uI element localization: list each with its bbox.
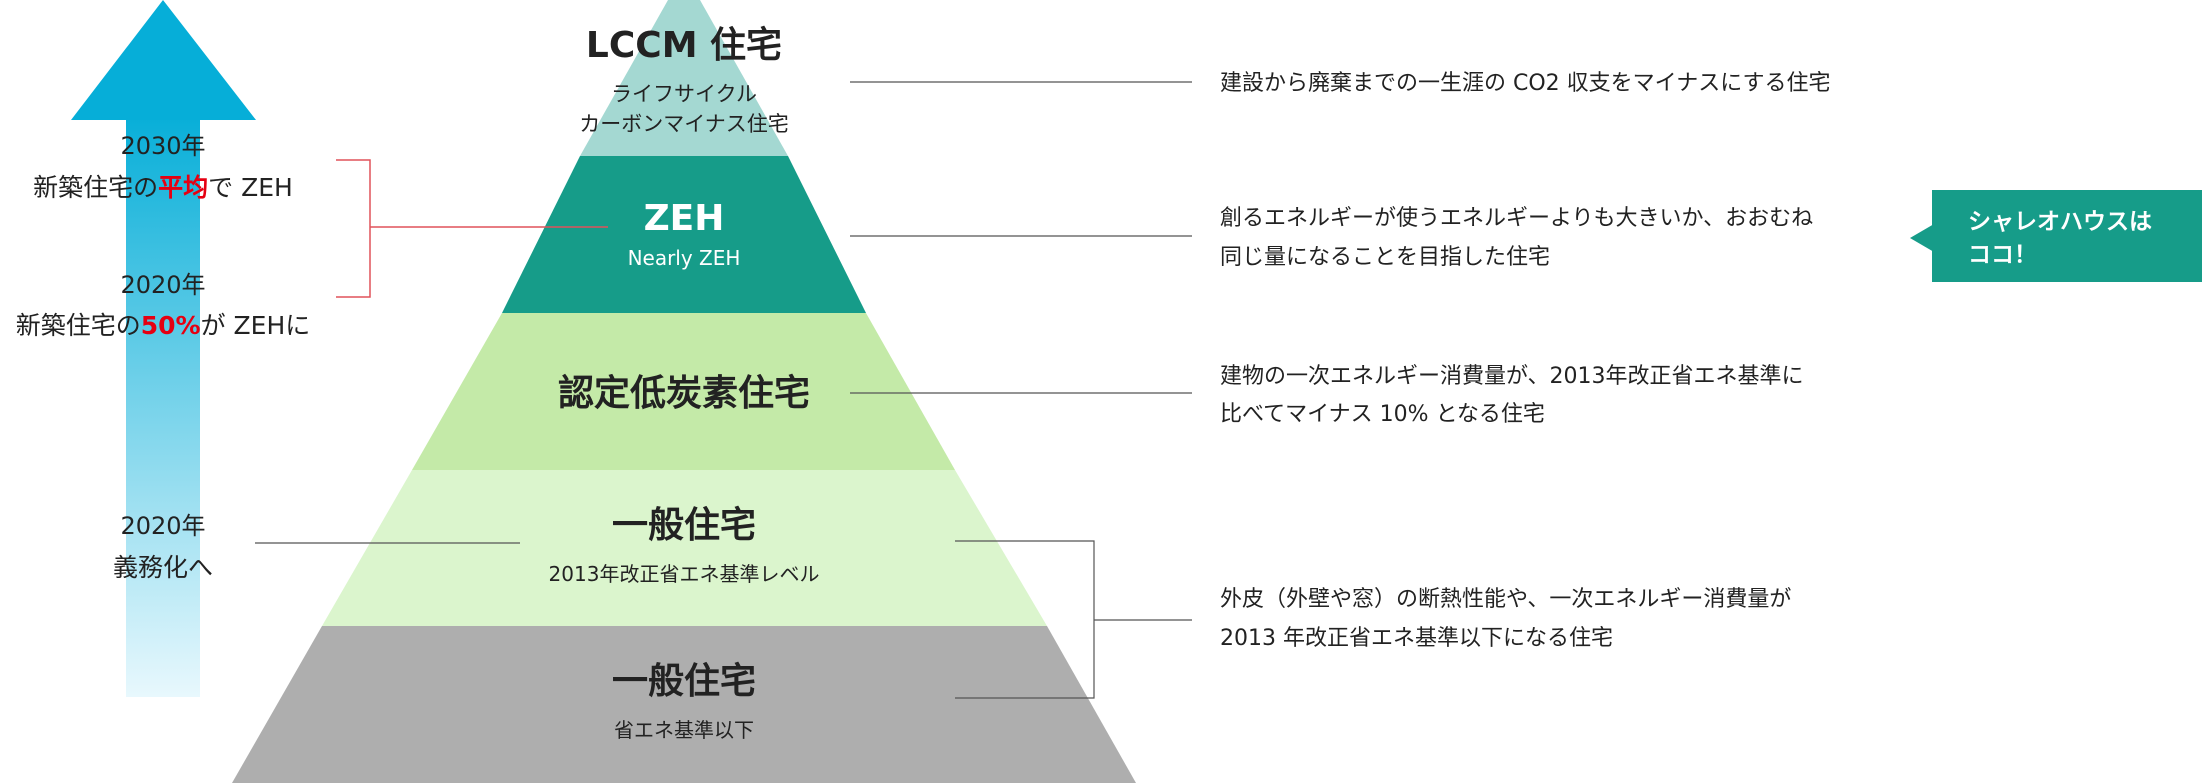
lccm-sub1: ライフサイクル [611, 82, 757, 106]
zeh-sub: Nearly ZEH [628, 246, 741, 270]
lccm-description: 建設から廃棄までの一生涯の CO2 収支をマイナスにする住宅 [1220, 71, 1830, 96]
callout-badge: シャレオハウスは ココ！ [1910, 190, 2202, 282]
milestone-2030-pre: 新築住宅の [33, 173, 158, 202]
callout-box [1932, 190, 2202, 282]
milestone-2020-zeh-year: 2020年 [120, 271, 205, 299]
zeh-title: ZEH [644, 198, 725, 239]
milestone-2030-year: 2030年 [120, 132, 205, 160]
below-title: 一般住宅 [612, 660, 756, 702]
low-carbon-description-1: 建物の一次エネルギー消費量が、2013年改正省エネ基準に [1220, 364, 1804, 389]
zeh-description-2: 同じ量になることを目指した住宅 [1220, 245, 1550, 270]
milestone-2020-zeh-line: 新築住宅の50%が ZEHに [16, 311, 311, 340]
pyramid [232, 0, 1136, 783]
callout-line2: ココ！ [1968, 242, 2037, 268]
tier-general [322, 470, 1047, 626]
tier-below-standard [232, 626, 1136, 783]
below-sub: 省エネ基準以下 [614, 718, 754, 742]
milestone-2020-mandatory-year: 2020年 [120, 512, 205, 540]
tier-zeh [502, 156, 866, 313]
tier-low-carbon [412, 313, 955, 470]
callout-line1: シャレオハウスは [1968, 209, 2152, 235]
zeh-bracket [336, 159, 608, 298]
general-sub: 2013年改正省エネ基準レベル [549, 562, 820, 586]
milestone-2030-post: で ZEH [208, 173, 293, 202]
milestone-2030-line: 新築住宅の平均で ZEH [33, 173, 293, 202]
milestone-2020-zeh-post: が ZEHに [201, 311, 311, 340]
low-carbon-title: 認定低炭素住宅 [558, 372, 810, 414]
low-carbon-description-2: 比べてマイナス 10% となる住宅 [1220, 402, 1545, 427]
arrow-head [71, 0, 256, 120]
general-description-2: 2013 年改正省エネ基準以下になる住宅 [1220, 626, 1613, 651]
milestone-2020-mandatory-line: 義務化へ [113, 553, 213, 582]
callout-pointer [1910, 224, 1934, 252]
milestone-2020-zeh-pre: 新築住宅の [16, 311, 141, 340]
milestone-2030-em: 平均 [158, 173, 208, 202]
general-title: 一般住宅 [612, 504, 756, 546]
milestone-2020-zeh-em: 50% [141, 311, 201, 340]
lccm-sub2: カーボンマイナス住宅 [579, 112, 789, 136]
lccm-title: LCCM 住宅 [586, 24, 782, 66]
general-bracket [955, 540, 1192, 699]
tier-lccm [580, 0, 788, 156]
zeh-description-1: 創るエネルギーが使うエネルギーよりも大きいか、おおむね [1220, 206, 1813, 231]
general-description-1: 外皮（外壁や窓）の断熱性能や、一次エネルギー消費量が [1220, 587, 1791, 612]
upward-arrow [71, 0, 256, 697]
arrow-shaft [126, 112, 200, 697]
